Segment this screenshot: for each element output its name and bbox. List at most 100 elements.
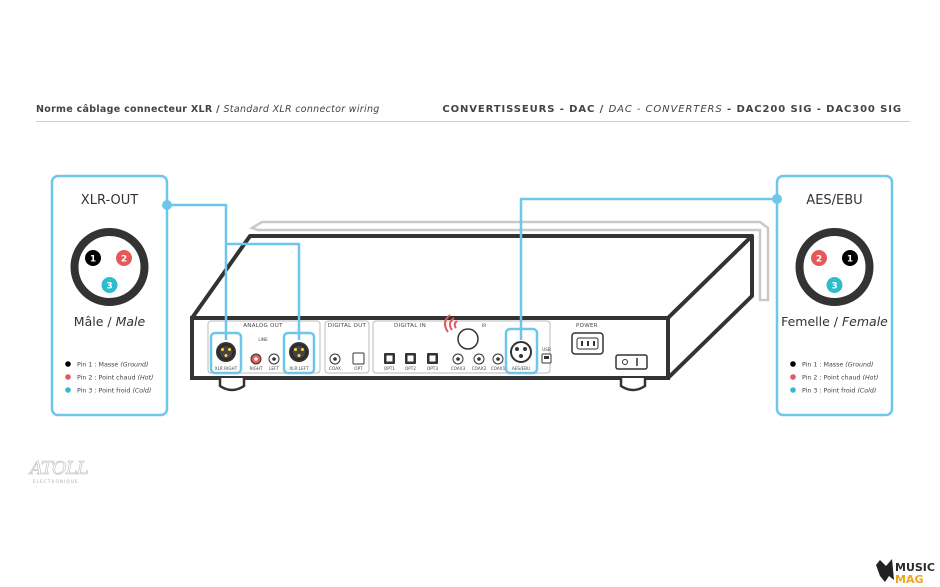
coax-in-label: COAX1: [491, 366, 506, 371]
analog-out-label: ANALOG OUT: [243, 323, 283, 329]
legend-dot: [790, 387, 796, 393]
optical-out-jack: OPT: [352, 352, 365, 371]
dac-device: ANALOG OUT LINE DIGITAL OUT DIGITAL IN P…: [190, 220, 770, 392]
line-to-xlr-right: [167, 203, 228, 340]
header-right-fr: CONVERTISSEURS - DAC: [442, 104, 596, 115]
optical-in-label: OPT1: [384, 366, 395, 371]
male-connector-icon: 1 2 3: [70, 228, 149, 306]
pin-label: 3: [106, 282, 112, 292]
highlight-xlr-right: [209, 331, 243, 375]
legend-dot: [790, 374, 796, 380]
musician-icon: [876, 559, 894, 582]
rca-right-jack: RIGHT: [249, 353, 263, 371]
ir-receiver-icon: IR: [444, 314, 486, 350]
header-right: CONVERTISSEURS - DAC / DAC - CONVERTERS …: [442, 104, 902, 115]
highlight-aes-ebu: [504, 327, 539, 375]
optical-in-label: OPT3: [427, 366, 438, 371]
gender-label: Femelle / Female: [781, 314, 888, 329]
line-to-xlr-left: [226, 242, 301, 340]
aes-ebu-box: AES/EBU 2 1 3 Femelle / Female Pin 1 : M…: [775, 174, 894, 417]
xlr-left-jack: XLR LEFT: [289, 342, 309, 371]
optical-in-label: OPT2: [405, 366, 416, 371]
gender-sep: /: [830, 314, 842, 329]
coax-in-1-jack: COAX1: [491, 353, 506, 371]
pin-label: 1: [90, 255, 96, 265]
legend-dot: [65, 387, 71, 393]
coax-out-jack: COAX: [329, 353, 341, 371]
logo-text: ATOLL: [28, 458, 88, 479]
legend-item: Pin 3 : Point froid (Cold): [802, 387, 876, 394]
coax-in-3-jack: COAX3: [451, 353, 466, 371]
coax-in-label: COAX2: [472, 366, 487, 371]
legend-item: Pin 1 : Masse (Ground): [802, 361, 873, 368]
pin-label: 2: [816, 255, 822, 265]
atoll-logo: ATOLL ELECTRONIQUE: [28, 458, 89, 484]
pin-legend: Pin 1 : Masse (Ground) Pin 2 : Point cha…: [790, 361, 878, 394]
rca-right-label: RIGHT: [249, 366, 263, 371]
header-left: Norme câblage connecteur XLR / Standard …: [36, 104, 380, 115]
header-left-fr: Norme câblage connecteur XLR: [36, 104, 213, 115]
watermark-mag: MAG: [895, 573, 924, 586]
line-label: LINE: [258, 337, 268, 342]
usb-port-icon: USB: [541, 347, 552, 364]
digital-out-section: [324, 320, 370, 374]
musicmag-watermark: MUSIC MAG: [876, 559, 935, 586]
gender-fr: Mâle: [74, 314, 104, 329]
pin-label: 3: [831, 282, 837, 292]
coax-out-label: COAX: [329, 366, 341, 371]
coax-in-label: COAX3: [451, 366, 466, 371]
aes-ebu-jack: AES/EBU: [510, 341, 532, 371]
legend-dot: [790, 361, 796, 367]
coax-in-2-jack: COAX2: [472, 353, 487, 371]
digital-in-label: DIGITAL IN: [394, 323, 426, 329]
optical-in-3-jack: OPT3: [427, 353, 438, 371]
rca-left-label: LEFT: [269, 366, 279, 371]
connector-dot: [772, 194, 782, 204]
connection-lines: [167, 197, 777, 375]
ir-label: IR: [482, 323, 486, 328]
gender-sep: /: [103, 314, 115, 329]
legend-item: Pin 3 : Point froid (Cold): [77, 387, 151, 394]
gender-label: Mâle / Male: [74, 314, 146, 329]
line-to-aes-ebu: [519, 197, 777, 340]
header-divider: [36, 121, 910, 122]
legend-dot: [65, 361, 71, 367]
xlr-right-label: XLR RIGHT: [215, 366, 238, 371]
legend-item: Pin 1 : Masse (Ground): [77, 361, 148, 368]
digital-in-section: [372, 320, 551, 374]
legend-item: Pin 2 : Point chaud (Hot): [77, 373, 153, 381]
xlr-right-jack: XLR RIGHT: [215, 342, 238, 371]
pin-legend: Pin 1 : Masse (Ground) Pin 2 : Point cha…: [65, 361, 153, 394]
gender-en: Female: [842, 314, 888, 329]
optical-out-label: OPT: [354, 366, 363, 371]
header-left-en: Standard XLR connector wiring: [223, 104, 380, 115]
aes-ebu-label: AES/EBU: [512, 366, 530, 371]
optical-in-1-jack: OPT1: [384, 353, 395, 371]
legend-dot: [65, 374, 71, 380]
gender-fr: Femelle: [781, 314, 830, 329]
header-left-sep: /: [212, 104, 224, 115]
logo-sub: ELECTRONIQUE: [33, 479, 79, 484]
gender-en: Male: [116, 314, 146, 329]
digital-out-label: DIGITAL OUT: [328, 323, 367, 329]
power-inlet-icon: [571, 332, 604, 355]
xlr-out-box: XLR-OUT 1 2 3 Mâle / Male Pin 1 : Masse …: [50, 174, 169, 417]
power-switch-icon: [615, 354, 648, 370]
xlr-out-title: XLR-OUT: [81, 193, 138, 208]
watermark-music: MUSIC: [895, 561, 935, 574]
pin-label: 1: [847, 255, 853, 265]
analog-out-section: [207, 320, 321, 374]
optical-in-2-jack: OPT2: [405, 353, 416, 371]
header-right-en: DAC - CONVERTERS: [608, 104, 723, 115]
usb-label: USB: [542, 347, 551, 352]
connector-dot: [162, 200, 172, 210]
header-right-sep: /: [595, 104, 609, 115]
xlr-left-label: XLR LEFT: [289, 366, 309, 371]
power-label: POWER: [576, 323, 598, 329]
pin-label: 2: [121, 255, 127, 265]
legend-item: Pin 2 : Point chaud (Hot): [802, 373, 878, 381]
female-connector-icon: 2 1 3: [795, 228, 874, 306]
rca-left-jack: LEFT: [268, 353, 280, 371]
aes-ebu-title: AES/EBU: [806, 193, 862, 208]
